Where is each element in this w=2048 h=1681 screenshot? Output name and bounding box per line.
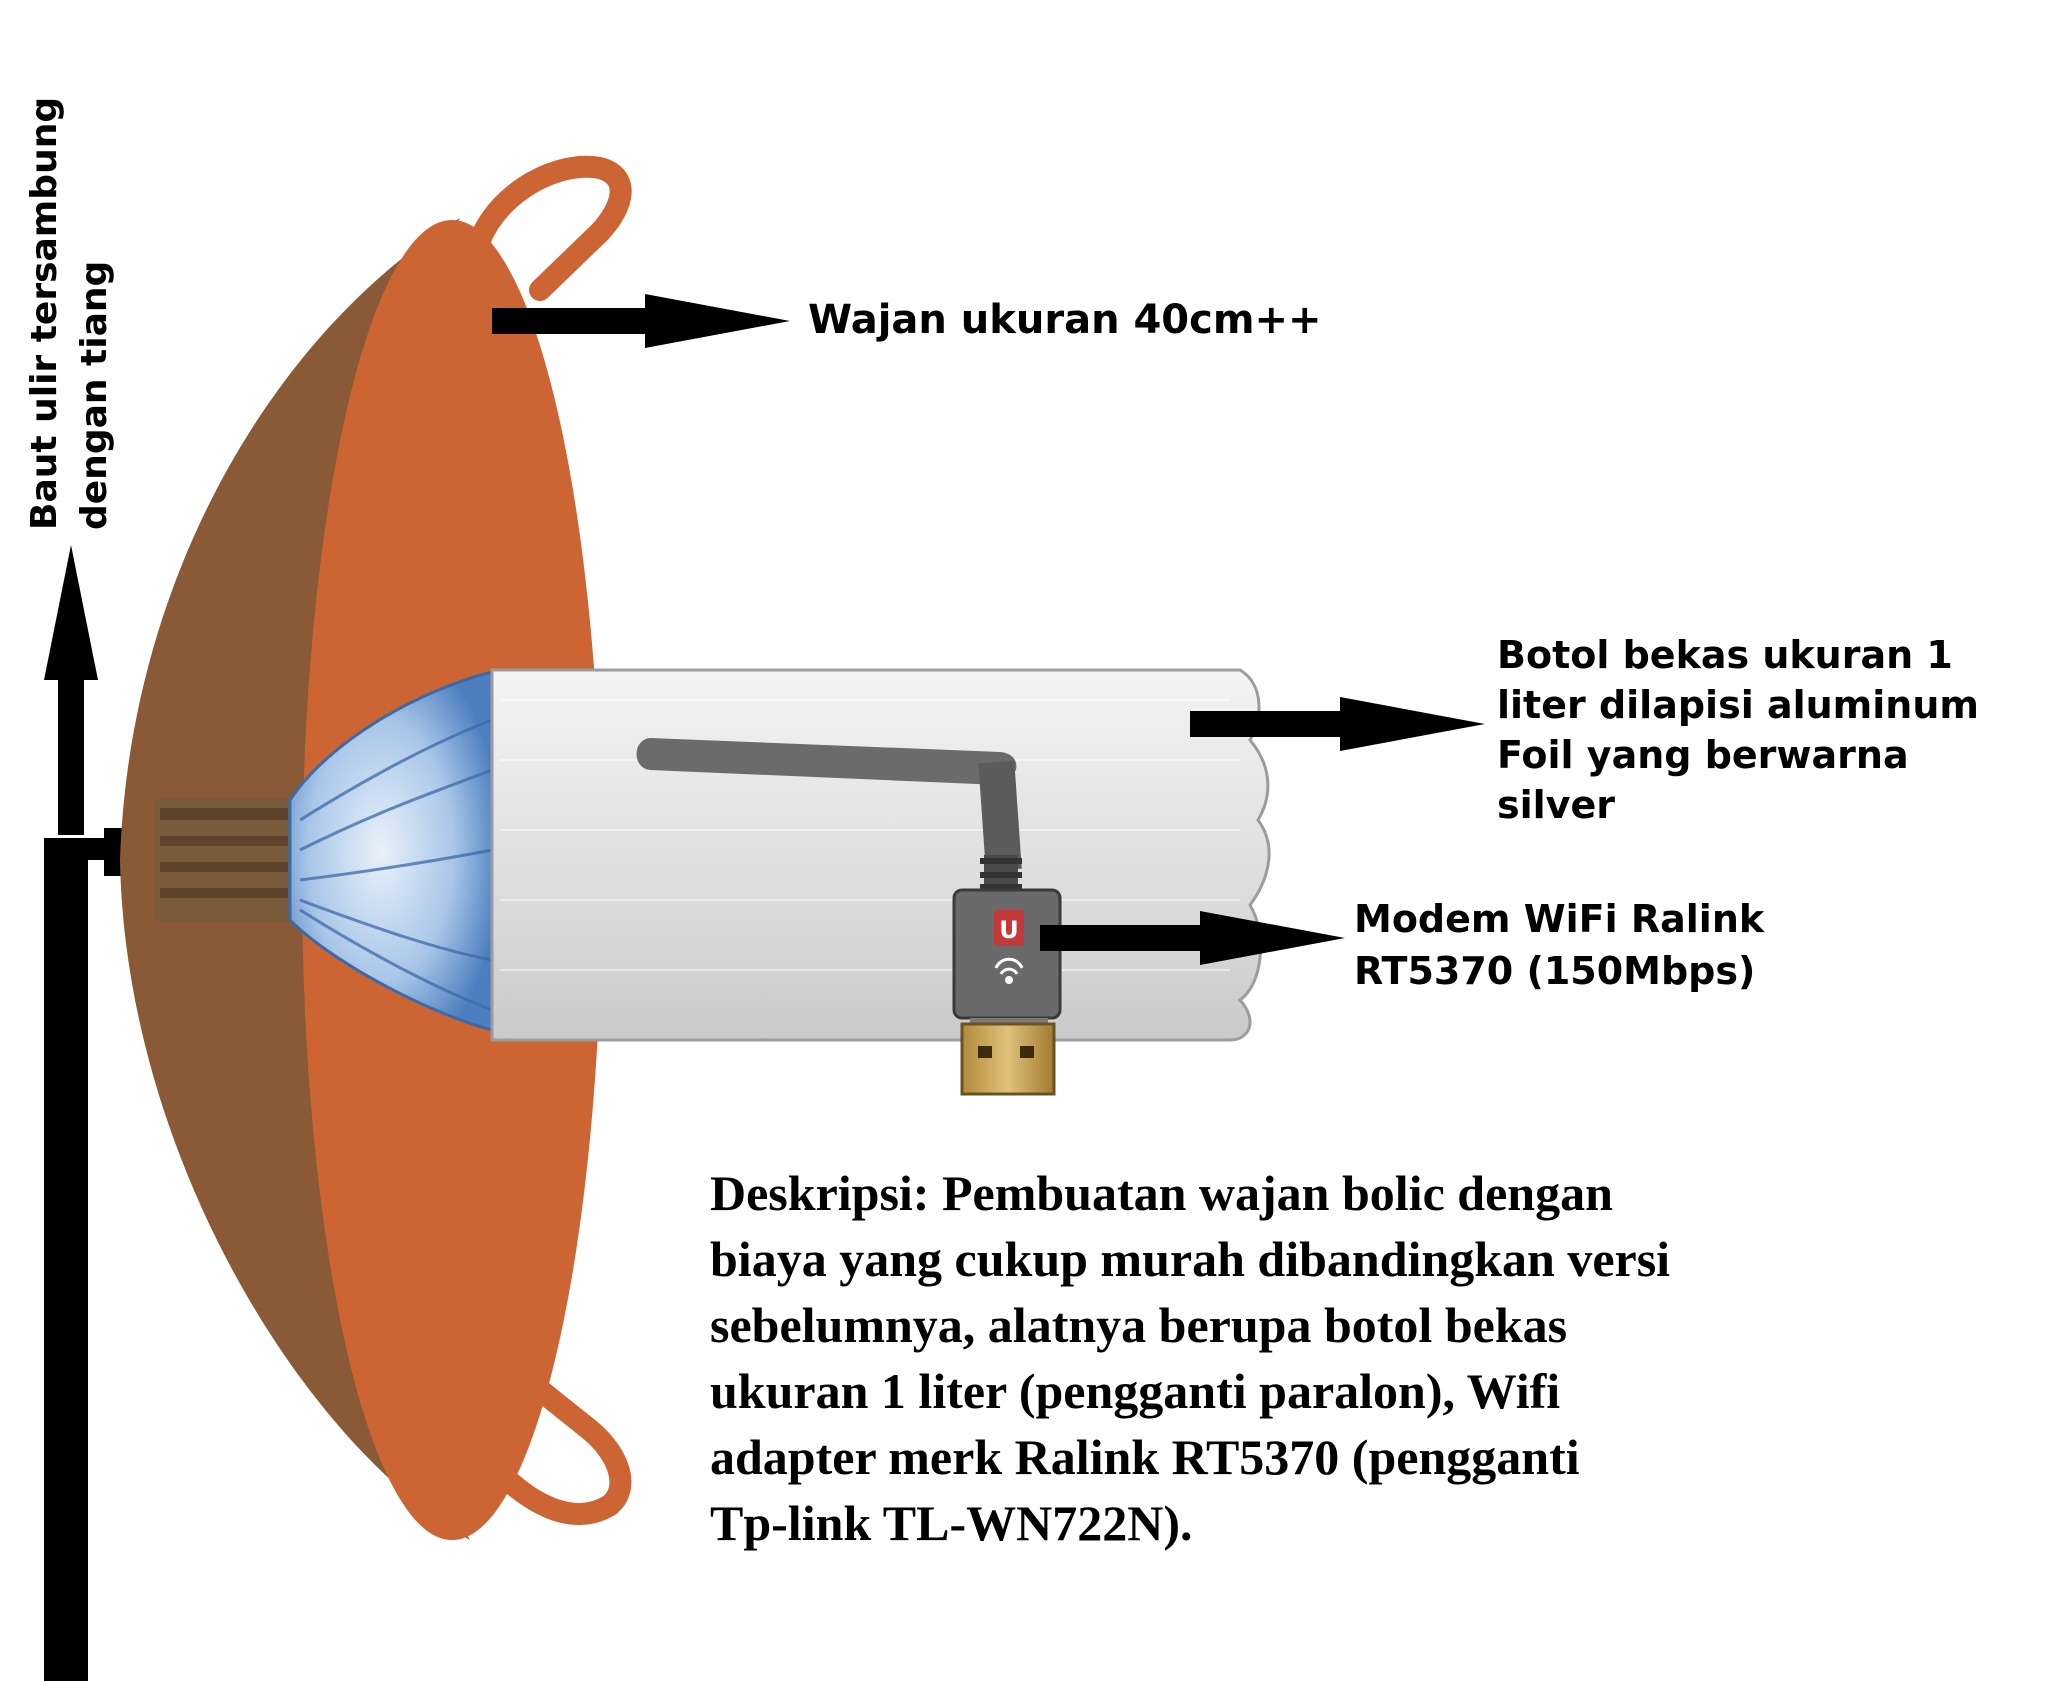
wok-handles	[469, 155, 632, 1525]
label-wajan: Wajan ukuran 40cm++	[808, 297, 1322, 343]
wok-handle-top	[469, 155, 632, 301]
wifi-adapter: U	[952, 888, 1062, 1020]
foil-texture	[500, 699, 1240, 971]
foil-body	[490, 668, 1271, 1042]
pole-vertical	[44, 840, 88, 1681]
wifi-icon	[994, 957, 1024, 984]
arrow-wajan	[492, 294, 790, 348]
arrow-modem	[1040, 911, 1345, 965]
description-text: Deskripsi: Pembuatan wajan bolic dengan …	[710, 1165, 1671, 1551]
wok-handle-bottom	[469, 1379, 632, 1525]
label-modem: Modem WiFi Ralink RT5370 (150Mbps)	[1354, 897, 1765, 993]
arrow-botol	[1190, 697, 1485, 751]
svg-text:U: U	[999, 916, 1019, 944]
label-botol: Botol bekas ukuran 1 liter dilapisi alum…	[1497, 633, 1979, 827]
bottle-ridges	[299, 718, 493, 1012]
bottle-cap	[155, 798, 295, 922]
label-baut: Baut ulir tersambung dengan tiang	[24, 96, 115, 530]
up-arrow	[44, 545, 98, 835]
wifi-antenna	[636, 738, 1022, 893]
usb-connector	[960, 1018, 1056, 1096]
